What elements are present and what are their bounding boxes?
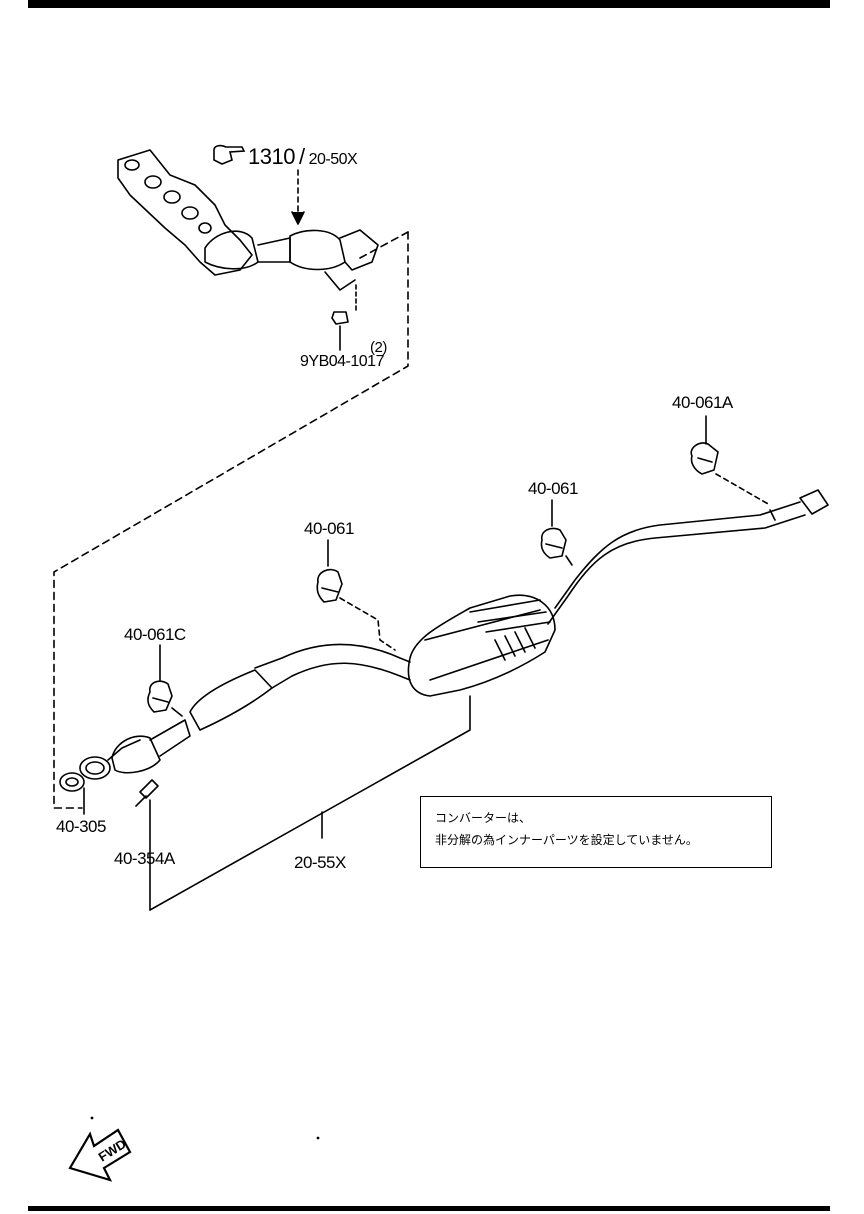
flange-nut[interactable] xyxy=(331,311,349,325)
pipe-assy-label[interactable]: 20-55X xyxy=(294,853,346,872)
gasket[interactable] xyxy=(59,772,85,792)
bolt-label[interactable]: 40-354A xyxy=(114,849,175,868)
gasket-label[interactable]: 40-305 xyxy=(56,817,106,836)
ref-number-label: 1310/20-50X xyxy=(248,144,358,169)
ref-main-separator: / xyxy=(298,144,305,169)
bolt[interactable] xyxy=(135,779,159,807)
hanger-left-label[interactable]: 40-061 xyxy=(304,519,354,538)
note-box: コンバーターは、 非分解の為インナーパーツを設定していません。 xyxy=(420,796,772,868)
hanger-mid-label[interactable]: 40-061 xyxy=(528,479,578,498)
bottom-border xyxy=(28,1206,830,1211)
hanger-clamp-40-061-left[interactable] xyxy=(316,568,343,603)
hanger-c-label[interactable]: 40-061C xyxy=(124,625,186,644)
hanger-clamp-40-061a[interactable] xyxy=(690,442,719,475)
note-line-2: 非分解の為インナーパーツを設定していません。 xyxy=(435,833,698,847)
exhaust-manifold[interactable] xyxy=(117,149,379,291)
pointing-hand-icon xyxy=(213,144,246,165)
hanger-clamp-40-061c[interactable] xyxy=(147,680,173,713)
note-line-1: コンバーターは、 xyxy=(435,811,532,825)
hanger-a-label[interactable]: 40-061A xyxy=(672,393,733,412)
nut-qty-label: (2) xyxy=(370,339,387,356)
top-border xyxy=(28,0,830,8)
group-boundary xyxy=(53,231,409,809)
hanger-clamp-40-061-mid[interactable] xyxy=(540,527,567,559)
fwd-arrow-icon xyxy=(68,1128,132,1182)
nut-code-label[interactable]: 9YB04-1017 xyxy=(300,353,384,370)
ref-main-number[interactable]: 1310 xyxy=(248,144,295,169)
exhaust-pipe-assembly[interactable] xyxy=(79,489,829,780)
ref-main-code[interactable]: 20-50X xyxy=(308,151,358,168)
